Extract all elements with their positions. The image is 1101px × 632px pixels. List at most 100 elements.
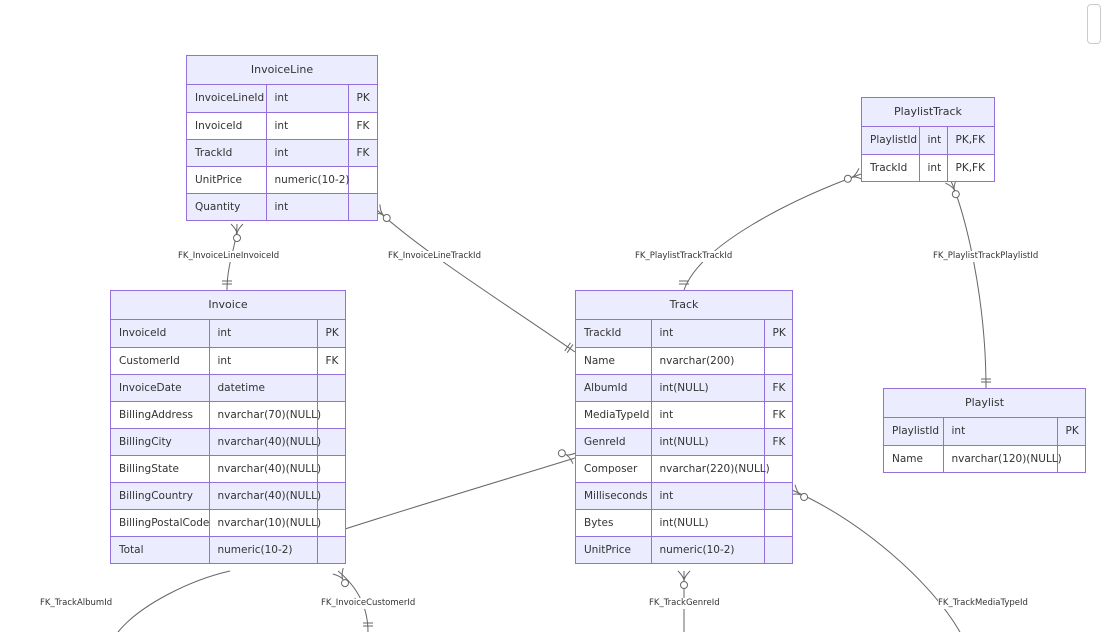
attribute-name: Bytes bbox=[576, 509, 652, 537]
entity-title: InvoiceLine bbox=[187, 56, 377, 85]
zero-or-many-marker bbox=[945, 178, 960, 199]
zero-or-many-marker bbox=[843, 168, 864, 183]
attribute-type: int bbox=[651, 401, 765, 429]
one-only-marker bbox=[679, 280, 689, 285]
attribute-name: Composer bbox=[576, 455, 652, 483]
attribute-type: datetime bbox=[209, 374, 318, 402]
relationship-line bbox=[791, 489, 961, 632]
relationship-label: FK_InvoiceLineInvoiceId bbox=[178, 251, 280, 262]
entity-title: Invoice bbox=[111, 291, 345, 320]
attribute-type: nvarchar(120)(NULL) bbox=[943, 445, 1062, 472]
attribute-key bbox=[317, 482, 345, 510]
attribute-key bbox=[317, 509, 345, 537]
attribute-name: InvoiceId bbox=[111, 320, 210, 348]
relationship-label: FK_TrackAlbumId bbox=[40, 598, 113, 609]
attribute-type: int bbox=[266, 139, 349, 167]
attribute-name: Milliseconds bbox=[576, 482, 652, 510]
attribute-type: int bbox=[919, 154, 948, 181]
attribute-key bbox=[764, 347, 792, 375]
entity-title: Playlist bbox=[884, 389, 1085, 418]
attribute-key bbox=[317, 428, 345, 456]
relationship-label: FK_InvoiceCustomerId bbox=[321, 598, 416, 609]
attribute-name: MediaTypeId bbox=[576, 401, 652, 429]
attribute-name: TrackId bbox=[576, 320, 652, 348]
attribute-key: FK bbox=[764, 428, 792, 456]
attribute-name: InvoiceDate bbox=[111, 374, 210, 402]
attribute-key bbox=[317, 401, 345, 429]
attribute-type: nvarchar(40)(NULL) bbox=[209, 482, 321, 510]
attribute-type: nvarchar(40)(NULL) bbox=[209, 428, 321, 456]
zero-or-many-marker bbox=[332, 567, 349, 588]
zero-or-many-marker bbox=[677, 570, 691, 589]
one-only-marker bbox=[363, 622, 373, 627]
attribute-name: BillingCountry bbox=[111, 482, 210, 510]
attribute-type: int bbox=[209, 347, 318, 375]
one-only-marker bbox=[222, 280, 232, 285]
attribute-key: FK bbox=[348, 139, 377, 167]
attribute-name: GenreId bbox=[576, 428, 652, 456]
attribute-type: int bbox=[266, 193, 349, 220]
attribute-key: PK bbox=[764, 320, 792, 348]
scroll-corner bbox=[1087, 4, 1101, 44]
attribute-type: numeric(10-2) bbox=[266, 166, 350, 194]
attribute-type: int(NULL) bbox=[651, 509, 765, 537]
attribute-type: numeric(10-2) bbox=[209, 536, 318, 563]
relationship-label: FK_TrackMediaTypeId bbox=[938, 598, 1028, 609]
attribute-name: Total bbox=[111, 536, 210, 563]
zero-or-many-marker bbox=[557, 449, 578, 464]
attribute-key: PK bbox=[317, 320, 345, 348]
attribute-key bbox=[317, 536, 345, 563]
attribute-key: PK bbox=[348, 85, 377, 113]
attribute-key bbox=[764, 536, 792, 563]
attribute-key bbox=[1057, 445, 1085, 472]
attribute-name: Name bbox=[884, 445, 944, 472]
attribute-name: Quantity bbox=[187, 193, 267, 220]
attribute-type: nvarchar(10)(NULL) bbox=[209, 509, 321, 537]
attribute-key: FK bbox=[348, 112, 377, 140]
attribute-key: FK bbox=[317, 347, 345, 375]
attribute-type: int(NULL) bbox=[651, 374, 765, 402]
attribute-key bbox=[348, 193, 377, 220]
attribute-type: int(NULL) bbox=[651, 428, 765, 456]
attribute-name: AlbumId bbox=[576, 374, 652, 402]
attribute-key bbox=[764, 482, 792, 510]
relationship-line bbox=[683, 173, 862, 291]
zero-or-many-marker bbox=[230, 223, 244, 242]
attribute-key bbox=[317, 374, 345, 402]
one-only-marker bbox=[981, 378, 991, 383]
attribute-name: PlaylistId bbox=[884, 418, 944, 446]
relationship-line bbox=[117, 570, 231, 632]
attribute-type: nvarchar(200) bbox=[651, 347, 765, 375]
